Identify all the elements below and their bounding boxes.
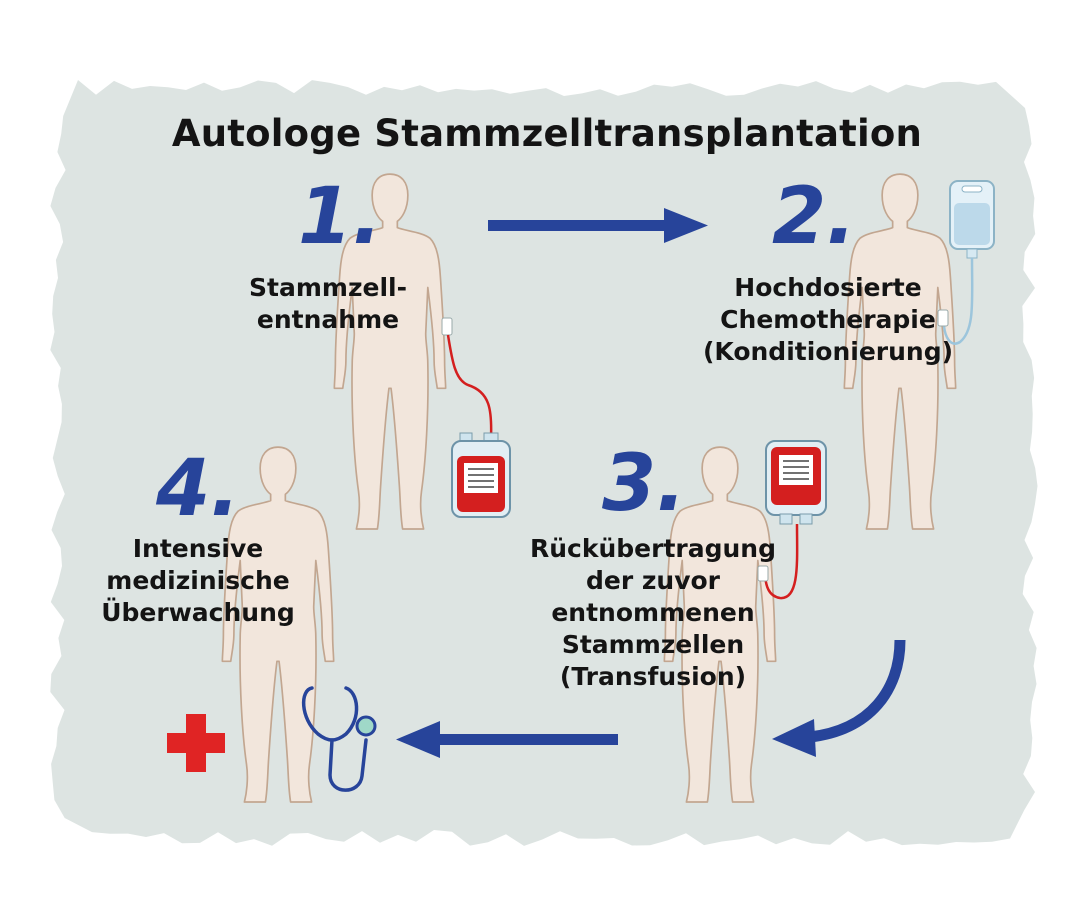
step-3-label-line: Stammzellen <box>561 630 745 659</box>
arrow-icon <box>396 721 618 758</box>
blood-bag-icon <box>757 440 827 600</box>
step-4-number: 4. <box>156 444 240 534</box>
step-2-label-line: (Konditionierung) <box>702 337 954 366</box>
step-3-label: Rückübertragung der zuvor entnommenen St… <box>508 533 798 693</box>
step-4-label-line: medizinische <box>106 566 290 595</box>
step-2-label: Hochdosierte Chemotherapie (Konditionier… <box>678 272 978 368</box>
step-3-label-line: Rückübertragung <box>529 534 776 563</box>
step-4-label: Intensive medizinische Überwachung <box>88 533 308 629</box>
stethoscope-icon <box>301 686 377 792</box>
step-2-label-line: Hochdosierte <box>734 273 922 302</box>
step-1-label: Stammzell- entnahme <box>228 272 428 336</box>
medical-cross-icon <box>167 714 225 772</box>
step-3-label-line: entnommenen <box>551 598 755 627</box>
step-2-label-line: Chemotherapie <box>720 305 936 334</box>
step-4-label-line: Überwachung <box>101 598 295 627</box>
step-1-label-line: entnahme <box>256 305 400 334</box>
arrow-icon <box>772 639 906 757</box>
page-title: Autologe Stammzelltransplantation <box>171 112 923 155</box>
step-3-number: 3. <box>602 439 686 529</box>
step-2-number: 2. <box>772 172 856 262</box>
infusion-bag-icon <box>937 180 995 345</box>
step-3-label-line: (Transfusion) <box>559 662 747 691</box>
step-3-label-line: der zuvor <box>585 566 721 595</box>
arrow-icon <box>488 208 708 243</box>
step-4-label-line: Intensive <box>132 534 264 563</box>
step-1-number: 1. <box>298 172 382 262</box>
blood-bag-icon <box>441 317 511 518</box>
step-1-label-line: Stammzell- <box>249 273 407 302</box>
